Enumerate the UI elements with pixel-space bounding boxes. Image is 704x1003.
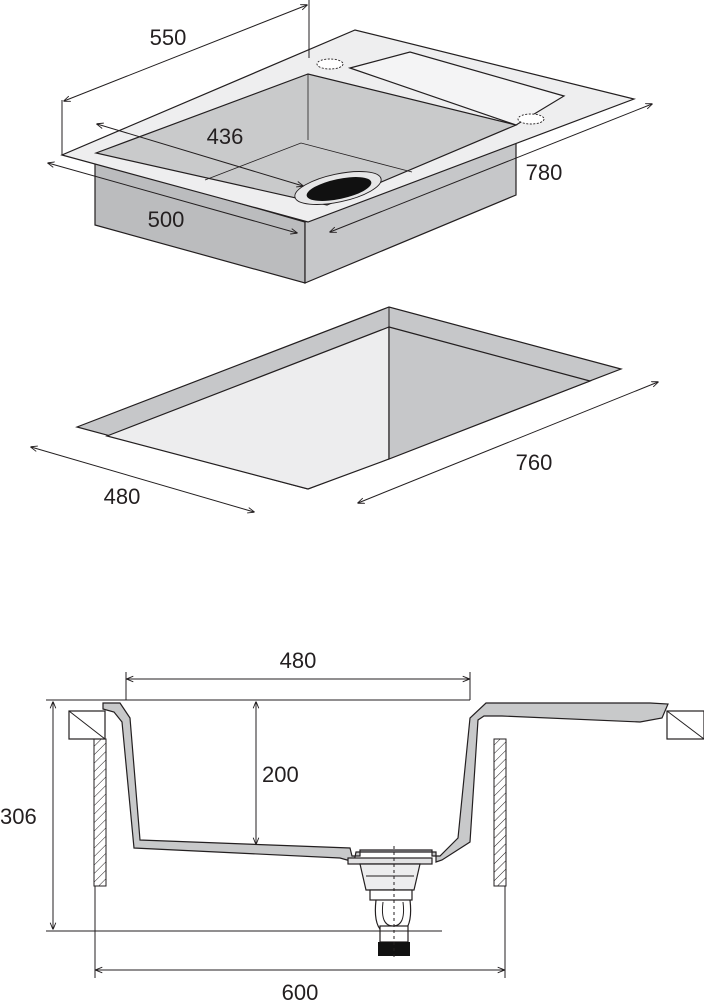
dim-line-500: [48, 163, 297, 233]
tailpiece: [379, 925, 409, 943]
worktop-right-diagonal: [666, 710, 704, 740]
worktop-left-diagonal: [68, 710, 106, 740]
dim-label-500: 500: [148, 207, 185, 232]
dim-label-600: 600: [282, 980, 319, 1003]
dim-label-200: 200: [262, 762, 299, 787]
cabinet-wall-left: [93, 738, 107, 887]
dim-line-780: [330, 104, 652, 232]
drain-collar: [369, 889, 413, 901]
dim-label-780: 780: [526, 160, 563, 185]
drain-flange: [347, 857, 433, 865]
dim-label-760: 760: [516, 450, 553, 475]
section-view: 480 200 306 600: [0, 648, 704, 1003]
sink-section-profile: [102, 702, 669, 863]
dim-line-760: [358, 382, 658, 503]
dim-label-480-cutout: 480: [104, 484, 141, 509]
cabinet-wall-right: [493, 738, 507, 887]
dim-line-550: [64, 5, 307, 101]
trap-bend-inner: [382, 901, 404, 927]
dim-label-480-section: 480: [280, 648, 317, 673]
dim-label-550: 550: [150, 25, 187, 50]
overflow-hole-icon: [517, 113, 545, 125]
top-view-sink: 550 436 500 780: [48, 0, 652, 284]
cutout-view: 480 760: [31, 306, 658, 512]
drain-trap: [347, 846, 433, 958]
tap-hole-icon: [316, 58, 344, 70]
drain-body: [359, 863, 421, 891]
dim-label-436: 436: [207, 124, 244, 149]
dim-line-480-cutout: [31, 447, 254, 512]
dim-label-306: 306: [0, 804, 37, 829]
